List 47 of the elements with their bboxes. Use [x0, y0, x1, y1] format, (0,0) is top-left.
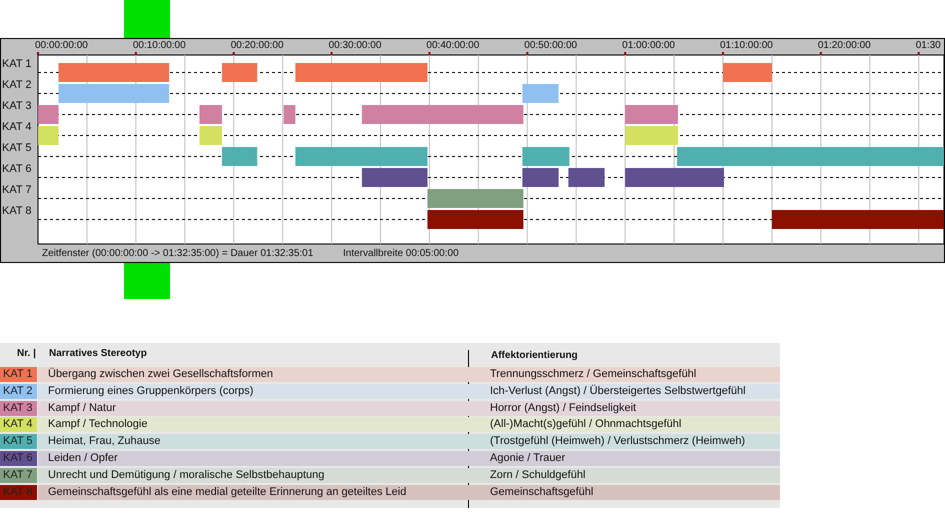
row-label: KAT 3: [2, 100, 32, 112]
table-text: Übergang zwischen zwei Gesellschaftsformen: [48, 367, 273, 382]
table-text: Unrecht und Demütigung / moralische Selbstbehauptung: [48, 468, 324, 483]
table-text: Leiden / Opfer: [48, 451, 118, 466]
category-swatch: KAT 6: [0, 451, 37, 466]
table-text: Gemeinschaftsgefühl: [490, 484, 594, 500]
column-header: Nr. |: [17, 348, 36, 359]
table-text: (All-)Macht(s)gefühl / Ohnmachtsgefühl: [490, 417, 682, 432]
category-swatch: KAT 1: [0, 367, 37, 382]
tick-label: 00:00:00:00: [35, 40, 88, 51]
row-label: KAT 6: [2, 163, 32, 175]
tick-label: 00:20:00:00: [230, 40, 284, 51]
category-swatch: KAT 7: [0, 468, 37, 483]
category-swatch: KAT 2: [0, 384, 37, 399]
table-text: Zorn / Schuldgefühl: [490, 468, 586, 483]
column-header: Narratives Stereotyp: [49, 348, 147, 359]
tick-label: 00:40:00:00: [426, 40, 480, 51]
tick-label: 01:20:00:00: [818, 40, 871, 51]
category-swatch: KAT 3: [0, 400, 37, 416]
tick-label: 01:10:00:00: [720, 40, 773, 51]
table-text: Gemeinschaftsgefühl als eine medial geteilte Erinnerung an geteiltes Leid: [48, 484, 406, 500]
category-swatch: KAT 8: [0, 484, 37, 500]
tick-label: 00:50:00:00: [524, 40, 578, 51]
table-text: Formierung eines Gruppenkörpers (corps): [48, 384, 254, 399]
table-text: Horror (Angst) / Feindseligkeit: [490, 400, 636, 416]
tick-label: 00:30:00:00: [328, 40, 382, 51]
table-text: Kampf / Natur: [48, 400, 116, 416]
table-text: Ich-Verlust (Angst) / Übersteigertes Selbstwertgefühl: [490, 384, 746, 399]
row-label: KAT 1: [2, 58, 32, 70]
table-text: Trennungsschmerz / Gemeinschaftsgefühl: [490, 367, 696, 382]
table-text: Agonie / Trauer: [490, 451, 566, 466]
tick-label: 01:30: [916, 40, 941, 51]
table-text: Kampf / Technologie: [48, 417, 148, 432]
category-swatch: KAT 4: [0, 417, 37, 432]
table-text: (Trostgefühl (Heimweh) / Verlustschmerz (Heimweh): [490, 434, 746, 450]
status-text: Zeitfenster (00:00:00:00 -> 01:32:35:00) = Dauer 01:32:35:01: [42, 248, 314, 259]
row-label: KAT 8: [2, 205, 32, 217]
table-text: Heimat, Frau, Zuhause: [48, 434, 160, 450]
row-label: KAT 4: [2, 121, 32, 133]
row-label: KAT 5: [2, 142, 32, 154]
row-label: KAT 2: [2, 79, 32, 91]
column-header: Affektorientierung: [491, 350, 578, 361]
category-swatch: KAT 5: [0, 434, 37, 450]
status-text: Intervallbreite 00:05:00:00: [343, 248, 459, 259]
row-label: KAT 7: [2, 184, 32, 196]
tick-label: 00:10:00:00: [132, 40, 186, 51]
tick-label: 01:00:00:00: [622, 40, 675, 51]
